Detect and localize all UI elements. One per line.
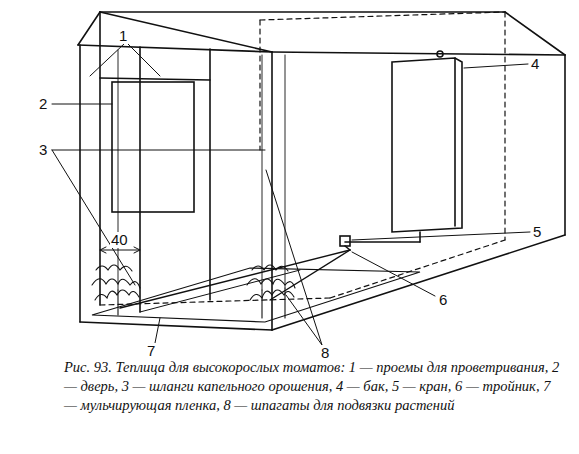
callout-number: 2 [38, 96, 48, 112]
callout-number: 8 [320, 345, 330, 361]
callout-number: 5 [532, 224, 542, 240]
callout-number: 1 [118, 28, 128, 44]
callout-number: 3 [38, 142, 48, 158]
figure-caption: Рис. 93. Теплица для высокорослых томато… [64, 358, 564, 415]
dimension-label: 40 [110, 232, 129, 248]
callout-number: 4 [530, 56, 540, 72]
callout-number: 6 [438, 292, 448, 308]
callout-number: 7 [146, 343, 156, 359]
